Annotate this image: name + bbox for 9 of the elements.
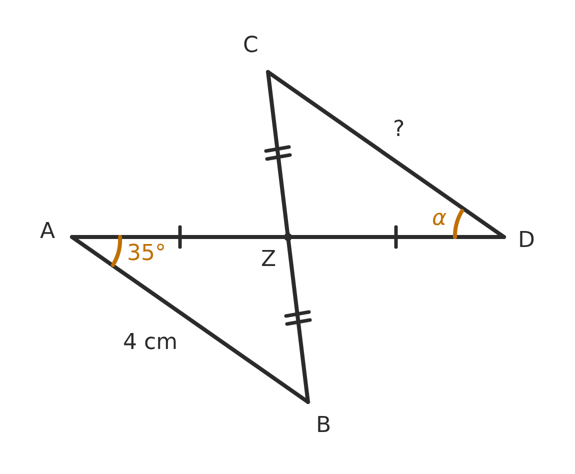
angle-label: α	[432, 208, 447, 230]
vertex-label: C	[243, 35, 258, 57]
vertex-label: B	[316, 415, 332, 437]
angle-label: 35°	[127, 243, 166, 265]
vertex-label: D	[518, 230, 535, 252]
side-length-label: 4 cm	[123, 332, 178, 354]
vertex-label: A	[40, 221, 56, 243]
side-label: ?	[393, 119, 405, 141]
point-label: Z	[261, 249, 276, 271]
